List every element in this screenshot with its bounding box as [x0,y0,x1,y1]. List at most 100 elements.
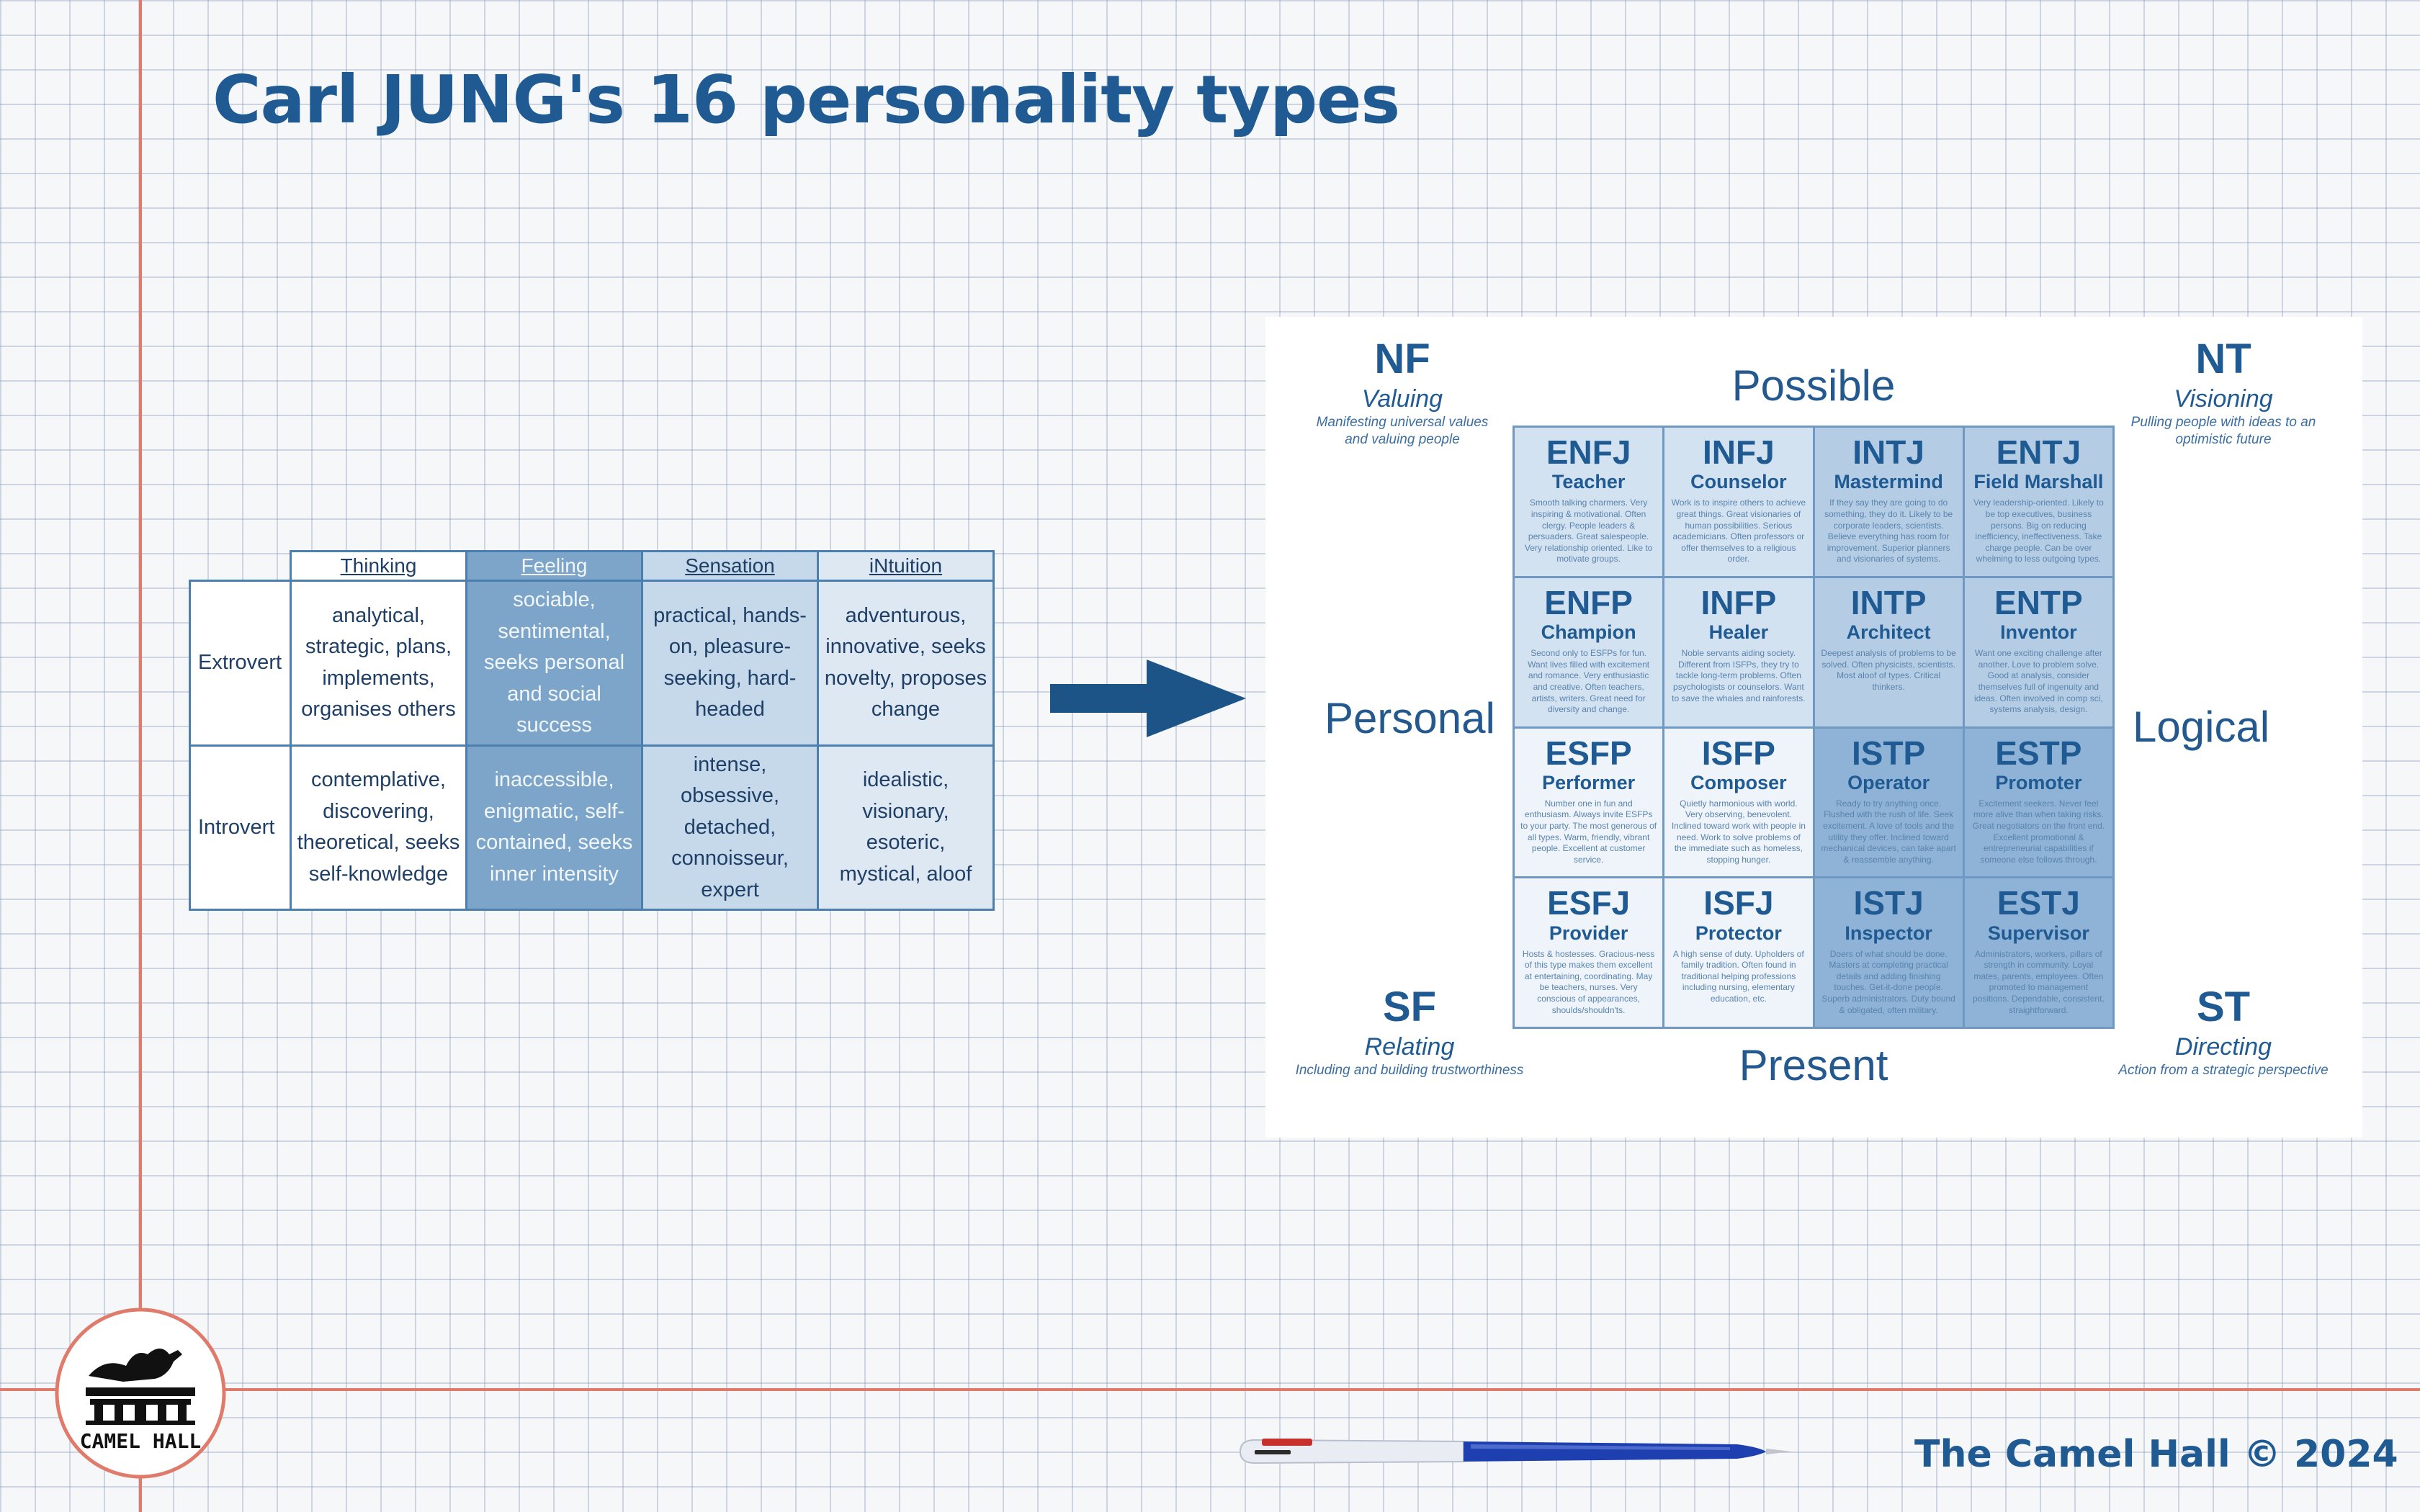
type-code: INTP [1850,583,1927,621]
col-header-thinking: Thinking [290,550,467,582]
type-desc: Ready to try anything once. Flushed with… [1821,798,1956,865]
type-code: ISFP [1701,734,1775,772]
type-desc: Quietly harmonious with world. Very obse… [1671,798,1806,865]
type-name: Inspector [1845,922,1932,944]
axis-label-logical: Logical [2133,703,2270,751]
type-desc: Want one exciting challenge after anothe… [1973,648,2103,715]
type-name: Protector [1695,922,1782,944]
type-desc: Doers of what should be done. Masters at… [1821,948,1955,1015]
type-name: Provider [1549,922,1628,944]
quadrant-code: NT [2195,336,2251,382]
axis-label-present: Present [1739,1041,1888,1089]
quadrant-nf: NF Valuing Manifesting universal values … [1309,338,1496,448]
camel-hall-logo: CAMEL HALL [55,1308,226,1479]
type-name: Champion [1541,621,1636,644]
type-desc: Work is to inspire others to achieve gre… [1671,498,1806,564]
type-code: ESFP [1545,734,1632,772]
quadrant-desc: Action from a strategic perspective [2118,1062,2329,1078]
type-name: Teacher [1551,471,1626,493]
type-desc: Very leadership-oriented. Likely to be t… [1973,498,2104,564]
quadrant-word: Relating [1364,1033,1455,1061]
row-header-extrovert: Extrovert [189,580,292,747]
table-cell: idealistic, visionary, esoteric, mystica… [817,744,995,911]
type-desc: Second only to ESFPs for fun. Want lives… [1528,648,1650,715]
quadrant-desc: Manifesting universal values and valuing… [1316,414,1489,447]
type-desc: Noble servants aiding society. Different… [1672,648,1806,703]
type-desc: Excitement seekers. Never feel more aliv… [1972,798,2105,865]
type-name: Composer [1690,771,1787,793]
type-name: Promoter [1995,771,2082,793]
table-row: Introvert contemplative, discovering, th… [189,744,995,911]
table-cell: sociable, sentimental, seeks personal an… [465,580,643,747]
quadrant-nt: NT Visioning Pulling people with ideas t… [2123,338,2324,448]
notebook-margin-vertical [139,0,142,1512]
quadrant-desc: Pulling people with ideas to an optimist… [2130,414,2316,447]
type-code: INTJ [1852,433,1924,471]
type-code: ISFJ [1703,884,1774,922]
type-code: ISTJ [1853,884,1924,922]
table-cell: practical, hands-on, pleasure-seeking, h… [641,580,819,747]
type-code: ENFJ [1546,433,1631,471]
type-name: Architect [1846,621,1931,644]
quadrant-desc: Including and building trustworthiness [1295,1062,1524,1078]
col-header-feeling: Feeling [465,550,643,582]
table-cell: intense, obsessive, detached, connoisseu… [641,744,819,911]
quadrant-word: Valuing [1361,385,1443,413]
type-matrix-panel: NF Valuing Manifesting universal values … [1265,317,2362,1138]
quadrant-st: ST Directing Action from a strategic per… [2101,986,2346,1079]
table-corner [189,551,292,582]
type-code: ENTJ [1996,433,2081,471]
pen-icon [1239,1439,1792,1464]
type-name: Inventor [2000,621,2077,644]
quadrant-word: Directing [2174,1033,2272,1061]
axis-label-personal: Personal [1325,694,1495,742]
footer-copyright: The Camel Hall © 2024 [1914,1433,2398,1476]
type-code: INFJ [1703,433,1775,471]
table-cell: analytical, strategic, plans, implements… [290,580,467,747]
table-cell: inaccessible, enigmatic, self-contained,… [465,744,643,911]
table-cell: contemplative, discovering, theoretical,… [290,744,467,911]
type-desc: Smooth talking charmers. Very inspiring … [1524,498,1653,564]
type-name: Supervisor [1987,922,2089,944]
axis-label-possible: Possible [1731,361,1896,410]
type-name: Operator [1847,771,1930,793]
type-code: ESFJ [1547,884,1631,922]
type-name: Performer [1542,771,1636,793]
quadrant-word: Visioning [2174,385,2273,413]
type-name: Field Marshall [1973,471,2104,493]
row-header-introvert: Introvert [189,744,292,911]
type-code: ENFP [1544,583,1633,621]
logo-text: CAMEL HALL [80,1429,202,1453]
table-row: Extrovert analytical, strategic, plans, … [189,580,995,747]
quadrant-code: ST [2196,984,2251,1030]
type-name: Healer [1708,621,1769,644]
type-desc: Deepest analysis of problems to be solve… [1821,648,1956,692]
type-code: ENTP [1994,583,2083,621]
type-desc: If they say they are going to do somethi… [1824,498,1953,564]
notebook-margin-horizontal [0,1388,2420,1391]
right-arrow-icon [1050,660,1246,737]
table-cell: adventurous, innovative, seeks novelty, … [817,580,995,747]
quadrant-code: SF [1382,984,1437,1030]
type-code: ESTP [1995,734,2082,772]
type-code: INFP [1700,583,1777,621]
type-desc: Administrators, workers, pillars of stre… [1972,948,2105,1015]
type-desc: A high sense of duty. Upholders of famil… [1672,948,1804,1004]
type-desc: Number one in fun and enthusiasm. Always… [1520,798,1657,865]
